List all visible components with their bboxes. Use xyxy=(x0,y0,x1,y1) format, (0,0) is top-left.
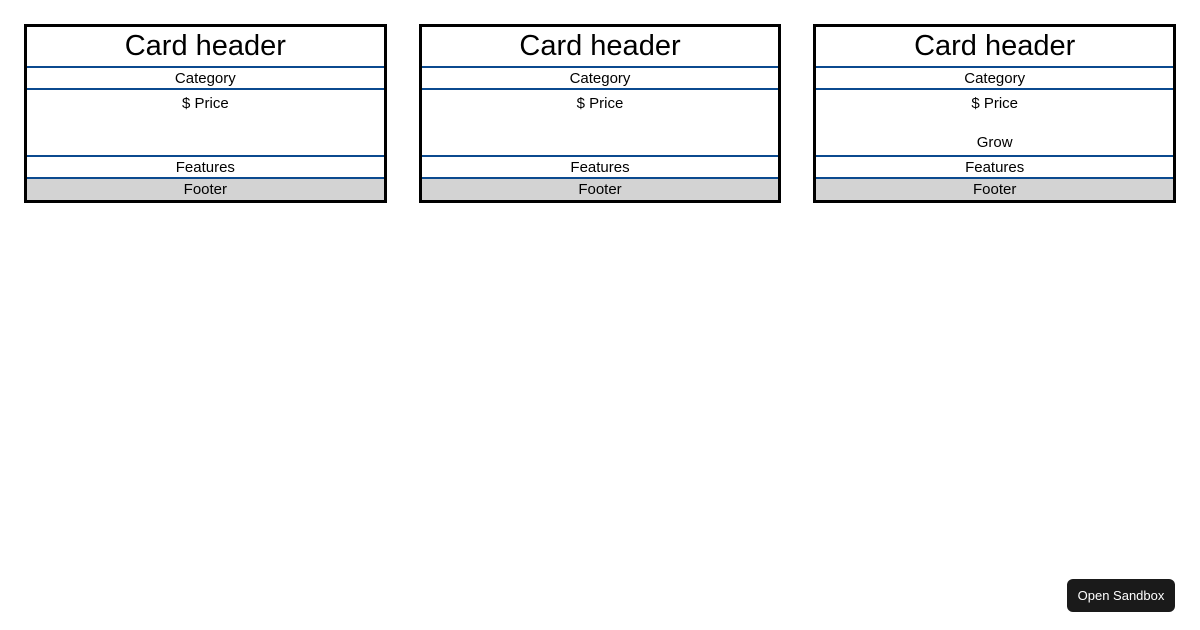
card-features: Features xyxy=(816,157,1174,179)
card-grow-text: Grow xyxy=(976,133,1013,151)
card-body: $ Price xyxy=(27,90,384,157)
card-header: Card header xyxy=(816,27,1174,68)
card: Card header Category $ Price Features Fo… xyxy=(418,24,782,203)
card-body: $ Price xyxy=(421,90,779,157)
card-header: Card header xyxy=(27,27,384,68)
open-sandbox-button[interactable]: Open Sandbox xyxy=(1067,579,1175,612)
card-features: Features xyxy=(421,157,779,179)
card-price: $ Price xyxy=(181,95,229,112)
card-footer: Footer xyxy=(816,179,1174,200)
card-body: $ Price Grow xyxy=(816,90,1174,157)
card: Card header Category $ Price Features Fo… xyxy=(24,24,387,203)
card-features: Features xyxy=(27,157,384,179)
card-footer: Footer xyxy=(27,179,384,200)
card: Card header Category $ Price Grow Featur… xyxy=(813,24,1177,203)
card-price: $ Price xyxy=(576,95,624,112)
card-category: Category xyxy=(27,68,384,90)
card-header: Card header xyxy=(421,27,779,68)
card-deck: Card header Category $ Price Features Fo… xyxy=(24,24,1177,203)
card-category: Category xyxy=(421,68,779,90)
card-price: $ Price xyxy=(971,95,1019,112)
card-footer: Footer xyxy=(421,179,779,200)
card-category: Category xyxy=(816,68,1174,90)
